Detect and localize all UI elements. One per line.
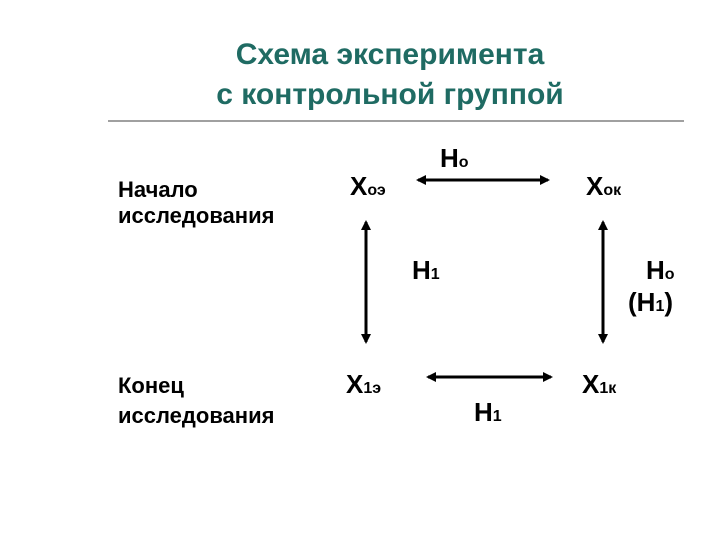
hypothesis-top: Но [440, 144, 469, 177]
start-label-line-2: исследования [118, 203, 275, 228]
end-label-line-2: исследования [118, 403, 275, 428]
hypothesis-right-alt: (Н1) [628, 288, 673, 321]
node-x1-experimental: Х1э [346, 370, 381, 403]
node-x0-experimental: Хоэ [350, 172, 386, 205]
node-x1-control-main: Х [582, 369, 600, 399]
node-x1-experimental-sub: 1э [363, 380, 382, 397]
hypothesis-right-alt-close: ) [664, 287, 674, 317]
hypothesis-top-sub: о [458, 154, 469, 171]
hypothesis-right-alt-open: (Н [628, 287, 656, 317]
title-line-2: с контрольной группой [216, 78, 564, 111]
node-x0-control-sub: ок [603, 182, 622, 199]
hypothesis-left-sub: 1 [430, 266, 440, 283]
hypothesis-bottom-sub: 1 [492, 408, 502, 425]
title-line-1: Схема эксперимента [235, 38, 545, 71]
end-label-line-1: Конец [118, 373, 184, 398]
divider [108, 120, 684, 122]
start-label-line-1: Начало [118, 177, 198, 202]
hypothesis-right-sub: о [664, 266, 675, 283]
node-x0-control: Хок [586, 172, 621, 205]
node-x0-experimental-sub: оэ [367, 182, 386, 199]
hypothesis-right-main: Н [646, 255, 665, 285]
node-x1-control-sub: 1к [599, 380, 617, 397]
hypothesis-top-main: Н [440, 143, 459, 173]
hypothesis-bottom-main: Н [474, 397, 493, 427]
node-x1-control: Х1к [582, 370, 616, 403]
node-x0-experimental-main: Х [350, 171, 368, 201]
hypothesis-right: Но [646, 256, 675, 289]
node-x0-control-main: Х [586, 171, 604, 201]
hypothesis-bottom: Н1 [474, 398, 502, 431]
hypothesis-left: Н1 [412, 256, 440, 289]
hypothesis-left-main: Н [412, 255, 431, 285]
node-x1-experimental-main: Х [346, 369, 364, 399]
hypothesis-right-alt-sub: 1 [655, 298, 665, 315]
